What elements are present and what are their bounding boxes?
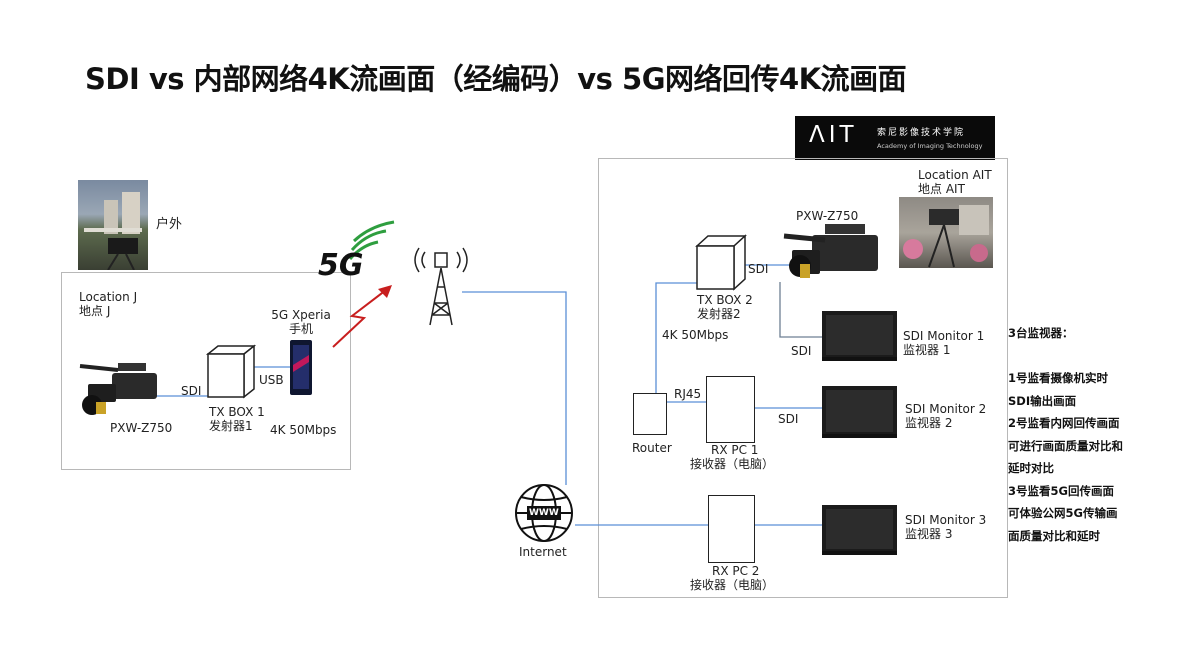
usb-label: USB (259, 373, 284, 387)
camera-2-icon (783, 224, 878, 278)
tx-box-1-label: TX BOX 1 (209, 405, 265, 419)
rx-pc-2-box (708, 495, 755, 563)
ait-logo-mark: ΛIT (809, 122, 858, 148)
camera-2-label: PXW-Z750 (796, 209, 859, 223)
rx-pc-1-box (706, 376, 755, 443)
monitor-3-label-chinese: 监视器 3 (905, 527, 953, 541)
tx-box-2-icon (695, 234, 747, 291)
ait-logo: ΛIT 索尼影像技术学院 Academy of Imaging Technolo… (795, 116, 995, 160)
tx-box-2-label: TX BOX 2 (697, 293, 753, 307)
sdi-label-outdoor: SDI (181, 384, 202, 398)
monitor-3-label: SDI Monitor 3 (905, 513, 987, 527)
outdoor-bitrate-label: 4K 50Mbps (270, 423, 337, 437)
fiveg-logo-text: 5G (318, 248, 364, 283)
rj45-label: RJ45 (674, 387, 702, 401)
outdoor-photo (78, 180, 148, 270)
link-camera2-monitor1 (779, 282, 822, 338)
monitor-1-icon (822, 311, 897, 361)
link-tower-internet (462, 291, 567, 485)
note-line: 3台监视器： (1008, 326, 1074, 340)
note-line: 3号监看5G回传画面 (1008, 483, 1114, 498)
signal-lightning (332, 289, 387, 348)
router-label: Router (632, 441, 672, 455)
fiveg-arcs-icon (348, 220, 395, 260)
tx-box-1-label-chinese: 发射器1 (209, 419, 253, 433)
tx-box-1-icon (205, 344, 257, 399)
monitor-3-icon (822, 505, 897, 555)
monitor-2-label: SDI Monitor 2 (905, 402, 987, 416)
outdoor-panel (61, 272, 351, 470)
sdi-label-camera-txbox: SDI (748, 262, 769, 276)
location-j-chinese: 地点 J (79, 304, 111, 318)
camera-1-icon (79, 363, 157, 415)
location-ait-label: Location AIT (918, 168, 992, 182)
location-ait-chinese: 地点 AIT (918, 182, 965, 196)
cell-tower-icon (414, 247, 468, 326)
note-line (1008, 345, 1123, 368)
internet-label: Internet (519, 545, 567, 559)
location-j-label: Location J (79, 290, 138, 304)
note-line: 2号监看内网回传画面 (1008, 416, 1120, 430)
note-line: SDI输出画面 (1008, 393, 1077, 408)
note-line: 1号监看摄像机实时 (1008, 371, 1109, 385)
note-line: 可进行画面质量对比和 (1008, 438, 1123, 453)
rx-pc-2-label: RX PC 2 (712, 564, 760, 578)
sdi-label-monitor-1: SDI (791, 344, 812, 358)
outdoor-photo-label: 户外 (156, 217, 183, 232)
note-line: 延时对比 (1008, 461, 1054, 475)
page-title: SDI vs 内部网络4K流画面（经编码）vs 5G网络回传4K流画面 (85, 62, 907, 96)
monitor-1-label: SDI Monitor 1 (903, 329, 985, 343)
phone-icon (290, 340, 312, 395)
camera-1-label: PXW-Z750 (110, 421, 173, 435)
globe-www-label: WWW (529, 508, 559, 518)
monitor-2-label-chinese: 监视器 2 (905, 416, 953, 430)
monitor-2-icon (822, 386, 897, 438)
studio-panel (598, 158, 1008, 598)
phone-label: 5G Xperia (271, 308, 331, 322)
rx-pc-1-label-chinese: 接收器（电脑） (690, 457, 775, 471)
router-box (633, 393, 667, 435)
rx-pc-2-label-chinese: 接收器（电脑） (690, 578, 775, 592)
monitor-1-label-chinese: 监视器 1 (903, 343, 951, 357)
globe-icon (515, 484, 573, 542)
ait-logo-chinese: 索尼影像技术学院 (877, 128, 966, 138)
note-line: 可体验公网5G传输画 (1008, 506, 1118, 520)
studio-photo (899, 197, 993, 268)
note-line: 面质量对比和延时 (1008, 528, 1100, 543)
ait-logo-english: Academy of Imaging Technology (877, 142, 983, 150)
tx-box-2-label-chinese: 发射器2 (697, 307, 741, 321)
link-txbox2-router (655, 282, 697, 393)
phone-label-chinese: 手机 (288, 322, 313, 336)
studio-bitrate-label: 4K 50Mbps (662, 328, 729, 342)
rx-pc-1-label: RX PC 1 (711, 443, 759, 457)
monitor-notes: 3台监视器： 1号监看摄像机实时 SDI输出画面 2号监看内网回传画面 可进行画… (1008, 322, 1123, 547)
sdi-label-monitor-2: SDI (778, 412, 799, 426)
